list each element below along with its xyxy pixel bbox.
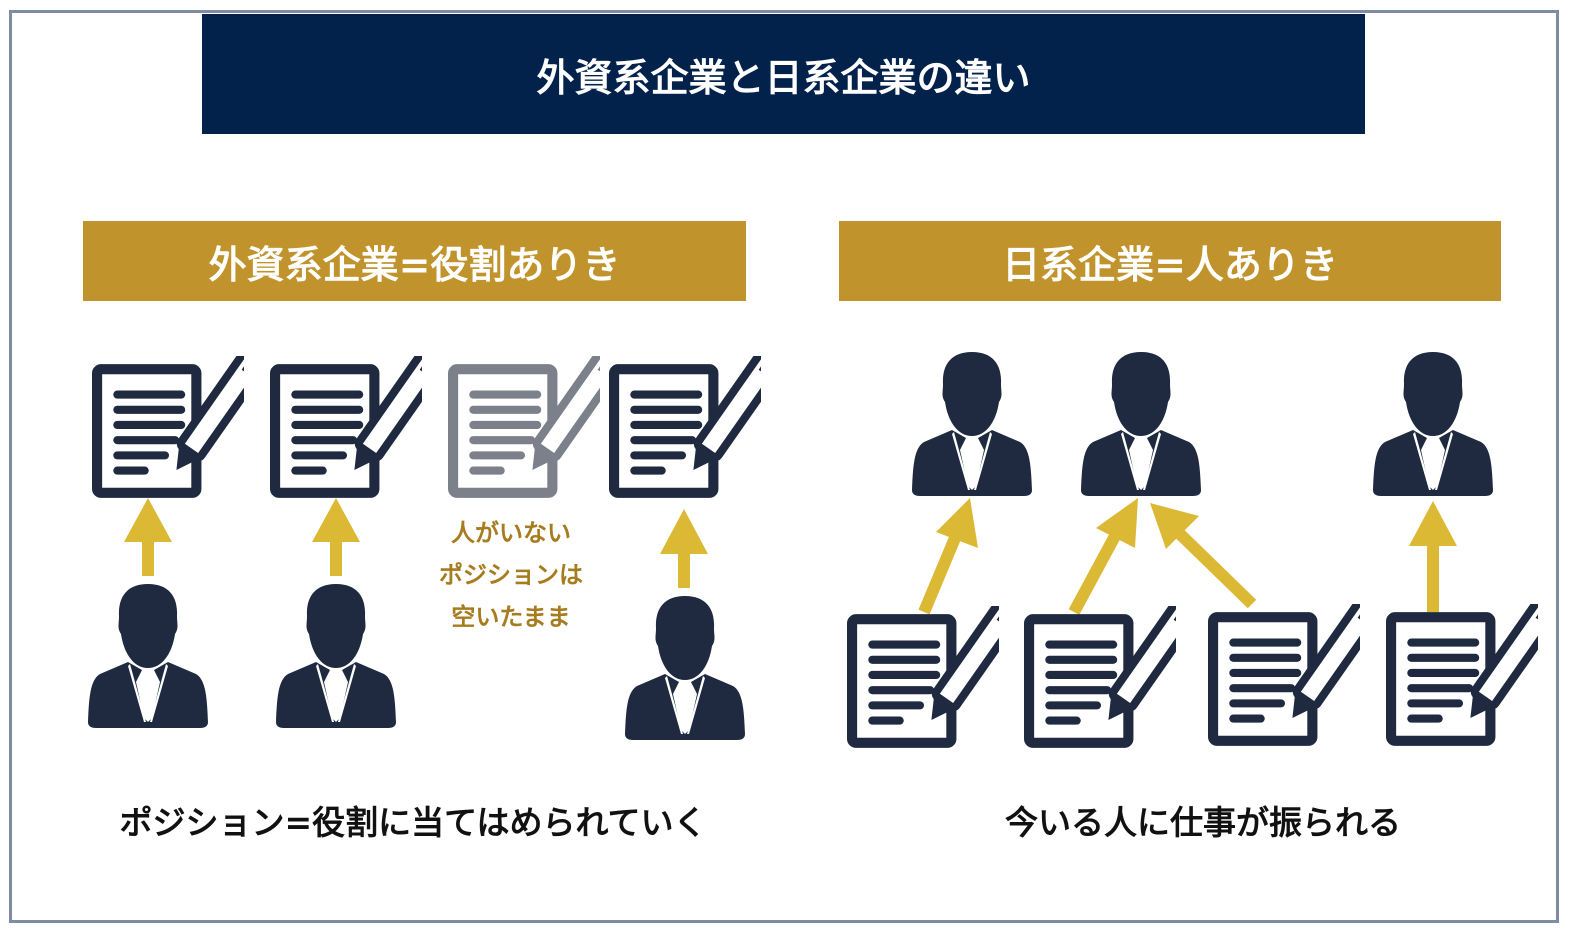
arrow-diagonal bbox=[918, 498, 978, 615]
empty-document-icon bbox=[453, 353, 619, 492]
person-icon bbox=[912, 352, 1032, 496]
left-caption: ポジション=役割に当てはめられていく bbox=[119, 803, 707, 842]
person-icon bbox=[625, 596, 745, 740]
document-icon bbox=[614, 353, 780, 492]
document-icon bbox=[852, 603, 1018, 742]
note-line: 人がいない bbox=[451, 519, 571, 547]
document-icon bbox=[1213, 601, 1379, 740]
left-heading: 外資系企業=役割ありき bbox=[83, 221, 746, 301]
arrow-up bbox=[660, 509, 708, 588]
note-line: 空いたまま bbox=[451, 603, 571, 631]
document-icon bbox=[1391, 601, 1557, 740]
person-icon bbox=[1373, 352, 1493, 496]
arrow-up bbox=[312, 498, 360, 576]
arrow-up bbox=[1409, 501, 1457, 612]
arrow-up bbox=[124, 498, 172, 576]
person-icon bbox=[88, 584, 208, 728]
arrow-diagonal bbox=[1068, 498, 1138, 615]
person-icon bbox=[1081, 352, 1201, 496]
page-title: 外資系企業と日系企業の違い bbox=[202, 14, 1365, 134]
person-icon bbox=[276, 584, 396, 728]
document-icon bbox=[97, 353, 263, 492]
document-icon bbox=[1029, 603, 1195, 742]
document-icon bbox=[275, 353, 441, 492]
right-caption: 今いる人に仕事が振られる bbox=[1005, 803, 1401, 842]
arrow-diagonal bbox=[1150, 503, 1257, 609]
note-line: ポジションは bbox=[439, 561, 583, 589]
empty-position-note: 人がいない ポジションは 空いたまま bbox=[411, 512, 611, 638]
diagram-frame bbox=[9, 10, 1559, 923]
right-heading: 日系企業=人ありき bbox=[839, 221, 1501, 301]
